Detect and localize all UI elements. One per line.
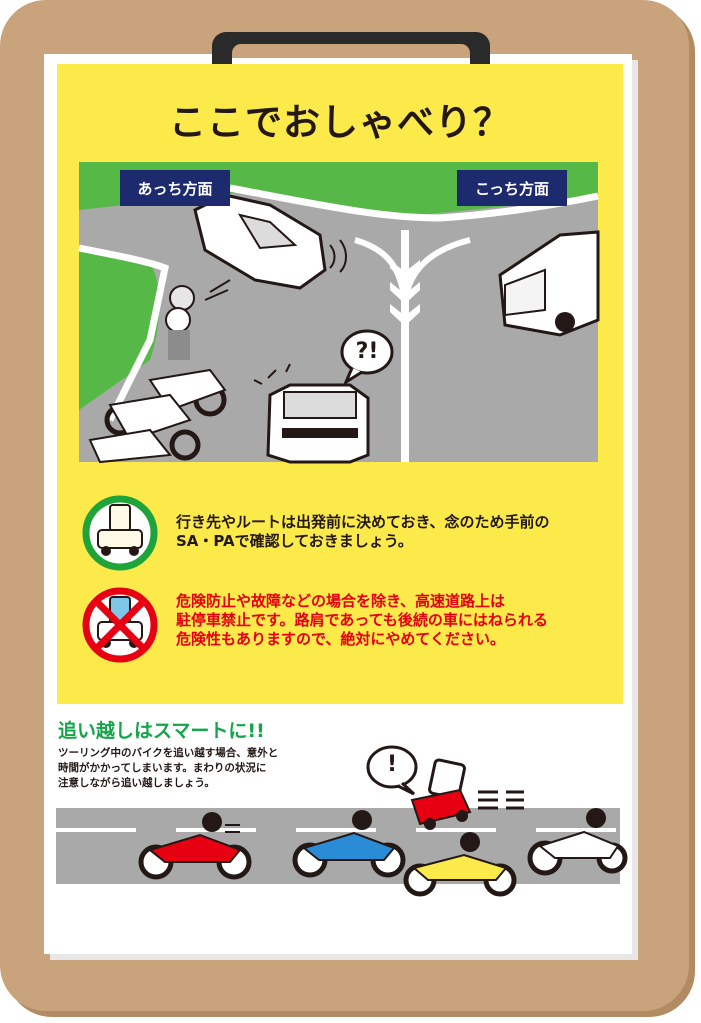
- bike-white: [527, 808, 628, 876]
- red-car: [410, 758, 524, 830]
- direction-sign-right: [457, 170, 567, 206]
- grass-left: [79, 250, 160, 410]
- info-ok-line: SA・PAで確認しておきましょう。: [176, 532, 413, 550]
- white-van-right: [498, 230, 600, 337]
- question-bubble-icon: [340, 329, 394, 386]
- white-car-bottom: [253, 363, 370, 464]
- info-ok-text: 行き先やルートは出発前に決めておき、念のため手前の SA・PAで確認しておきまし…: [176, 513, 616, 551]
- sign-left-label: あっち方面: [137, 180, 213, 198]
- sign-right-label: こっち方面: [475, 180, 549, 198]
- bubble-mark: ?!: [355, 339, 379, 364]
- overtake-heading: 追い越しはスマートに!!: [58, 720, 265, 742]
- poster-title: ここでおしゃべり？: [169, 101, 511, 144]
- exclaim-bubble-icon: [366, 745, 418, 789]
- info-ng-line: 駐停車禁止です。路肩であっても後続の車にはねられる: [176, 611, 548, 629]
- green-ring-car-icon: [82, 495, 158, 571]
- overtake-line: 時間がかかってしまいます。まわりの状況に: [58, 762, 267, 774]
- info-ok-line: 行き先やルートは出発前に決めておき、念のため手前の: [176, 513, 550, 531]
- white-car-left: [193, 193, 347, 290]
- zebra-marks: [390, 260, 420, 326]
- exclaim-mark: !: [386, 752, 398, 777]
- overtake-scene: [56, 745, 628, 897]
- bike-red: [138, 812, 252, 880]
- overtake-line: 注意しながら追い越しましょう。: [58, 777, 215, 789]
- bike-yellow: [403, 832, 517, 897]
- bike-blue: [292, 810, 406, 878]
- intersection-scene: [78, 162, 600, 464]
- guardrail-left: [78, 244, 170, 422]
- overtake-line: ツーリング中のバイクを追い越す場合、意外と: [58, 747, 279, 759]
- info-ng-line: 危険性もありますので、絶対にやめてください。: [176, 630, 505, 648]
- motorcycle-group: [88, 279, 231, 464]
- info-ng-text: 危険防止や故障などの場合を除き、高速道路上は 駐停車禁止です。路肩であっても後続…: [176, 592, 616, 649]
- info-ng-line: 危険防止や故障などの場合を除き、高速道路上は: [176, 592, 505, 610]
- direction-sign-left: [120, 170, 230, 206]
- red-prohibited-car-icon: [82, 587, 158, 663]
- overtake-text: ツーリング中のバイクを追い越す場合、意外と 時間がかかってしまいます。まわりの状…: [58, 746, 308, 791]
